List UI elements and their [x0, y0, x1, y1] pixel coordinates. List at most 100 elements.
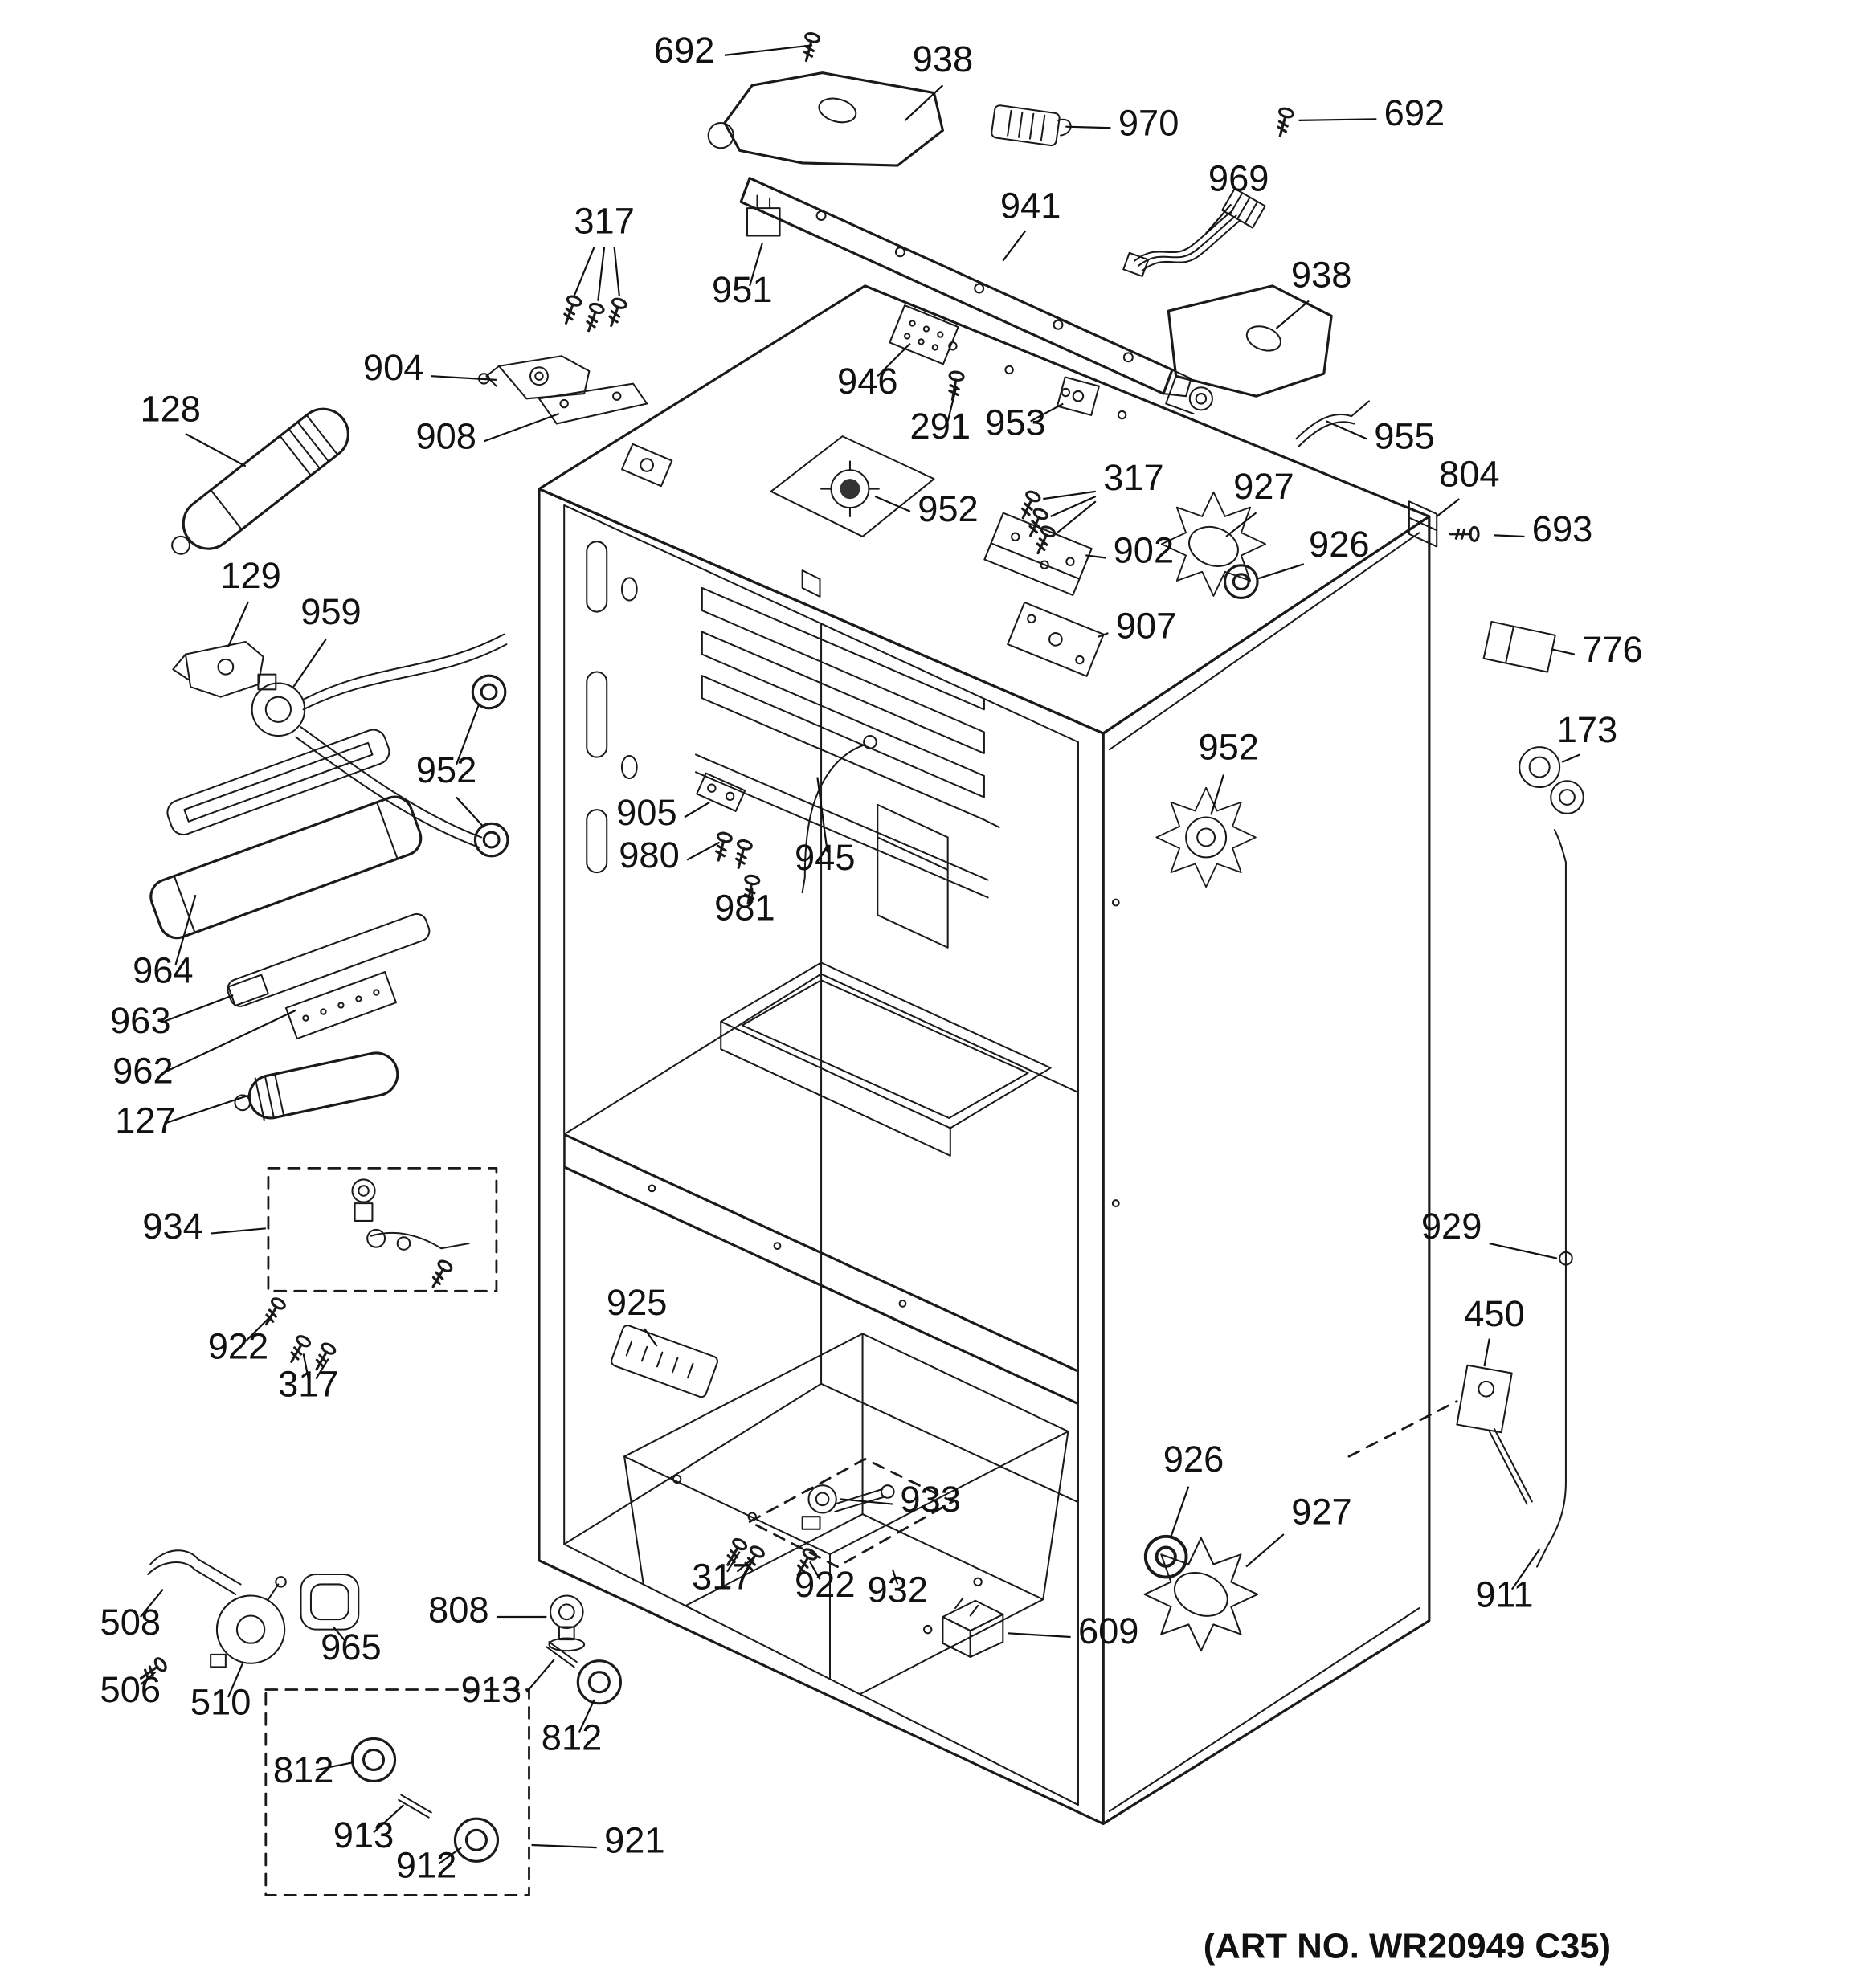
bracket-902-part	[983, 512, 1093, 596]
kit-932-box	[748, 1458, 954, 1569]
roller-812-kit-part	[350, 1737, 397, 1782]
leader-line-965	[333, 1626, 347, 1643]
top-cover-938-right-part	[1165, 284, 1333, 415]
leader-line-962	[162, 1009, 296, 1074]
part-callout-938: 938	[1291, 254, 1352, 295]
top-cover-938-left-part	[707, 71, 944, 167]
leader-line-927	[1245, 1533, 1285, 1568]
part-callout-926: 926	[1309, 524, 1370, 565]
part-callout-127: 127	[115, 1100, 176, 1141]
part-callout-927: 927	[1291, 1492, 1352, 1533]
part-callout-965: 965	[321, 1627, 382, 1668]
part-callout-946: 946	[837, 361, 898, 402]
pump-959-part	[251, 633, 508, 848]
leader-line-945	[816, 777, 828, 853]
part-callout-129: 129	[220, 555, 281, 596]
part-callout-908: 908	[415, 416, 476, 457]
part-callout-963: 963	[110, 1000, 171, 1041]
water-tube-911-part	[1536, 829, 1573, 1568]
leader-line-317	[1050, 496, 1097, 517]
grommet-926-top-part	[1223, 564, 1259, 599]
leader-line-508	[139, 1588, 164, 1618]
leader-line-317	[315, 1357, 329, 1380]
art-number-footer: (ART NO. WR20949 C35)	[1204, 1926, 1611, 1966]
valve-assembly-934-part	[267, 1166, 498, 1292]
part-callout-506: 506	[100, 1669, 161, 1710]
leader-line-904	[431, 375, 497, 381]
leader-line-317	[1055, 500, 1097, 535]
leader-line-938	[1275, 300, 1310, 329]
part-callout-510: 510	[190, 1682, 251, 1723]
part-callout-317: 317	[574, 200, 635, 241]
leader-line-173	[1561, 753, 1580, 763]
duct-gasket-927-top-part	[1160, 491, 1267, 597]
bottom-left-parts	[135, 1549, 622, 1896]
part-callout-921: 921	[604, 1819, 665, 1860]
part-callout-291: 291	[910, 406, 971, 447]
part-callout-922: 922	[795, 1564, 855, 1605]
duct-gasket-927-bottom-part	[1143, 1537, 1259, 1652]
leader-line-925	[644, 1328, 658, 1347]
part-callout-776: 776	[1582, 629, 1642, 670]
leader-line-922	[245, 1312, 274, 1342]
leader-line-951	[749, 243, 763, 287]
leader-line-609	[1008, 1632, 1071, 1639]
bracket-933-part	[801, 1484, 895, 1530]
part-callout-128: 128	[140, 388, 201, 429]
switch-450-part	[1347, 1364, 1533, 1505]
leader-line-926	[1256, 563, 1305, 581]
part-callout-907: 907	[1116, 605, 1177, 646]
part-callout-902: 902	[1114, 530, 1175, 571]
part-callout-804: 804	[1439, 454, 1500, 495]
part-callout-927: 927	[1233, 466, 1294, 507]
leader-line-127	[165, 1094, 249, 1125]
leader-line-907	[1098, 632, 1109, 638]
hinge-plate-908-part	[538, 382, 648, 425]
part-callout-955: 955	[1374, 416, 1435, 457]
part-callout-952: 952	[918, 488, 979, 529]
leader-line-952	[1210, 774, 1224, 815]
grommet-952-left-bottom-part	[473, 822, 509, 858]
leader-line-938	[904, 84, 944, 121]
part-callout-693: 693	[1532, 508, 1593, 549]
connector-970-part	[991, 104, 1072, 147]
part-callout-938: 938	[913, 39, 974, 80]
leader-line-692	[724, 44, 813, 56]
part-callout-812: 812	[273, 1749, 334, 1790]
leader-line-129	[227, 601, 249, 647]
part-callout-941: 941	[1000, 186, 1061, 227]
part-callout-953: 953	[985, 402, 1046, 443]
part-callout-981: 981	[714, 887, 775, 928]
leader-line-510	[227, 1661, 244, 1698]
part-callout-317: 317	[692, 1557, 753, 1598]
leader-line-291	[946, 386, 958, 422]
gasket-965-part	[300, 1573, 360, 1631]
part-callout-926: 926	[1163, 1439, 1224, 1480]
leader-line-921	[531, 1843, 597, 1849]
water-filter-128-part	[171, 407, 349, 555]
part-callout-905: 905	[616, 792, 676, 833]
leader-line-922	[809, 1561, 821, 1580]
rod-955-part	[1295, 400, 1370, 447]
leader-line-693	[1494, 534, 1525, 538]
part-callout-962: 962	[112, 1050, 174, 1091]
leader-line-317	[573, 247, 595, 296]
part-callout-934: 934	[142, 1206, 203, 1247]
leader-line-980	[686, 841, 721, 861]
leader-line-317	[597, 247, 606, 301]
pin-913-kit-part	[398, 1794, 432, 1819]
board-962-part	[284, 971, 397, 1040]
leader-line-692	[1298, 118, 1377, 121]
leader-line-932	[891, 1569, 899, 1585]
harness-969-part	[1122, 187, 1266, 277]
leader-line-929	[1489, 1242, 1558, 1259]
leader-line-317	[726, 1551, 741, 1573]
coupler-173-part	[1519, 746, 1584, 814]
leader-line-941	[1002, 230, 1027, 262]
roller-kit-921-box	[264, 1688, 530, 1896]
part-callout-609: 609	[1078, 1610, 1139, 1651]
part-callout-911: 911	[1475, 1574, 1533, 1615]
trim-804-part	[1408, 500, 1438, 548]
leader-line-933	[840, 1498, 893, 1505]
